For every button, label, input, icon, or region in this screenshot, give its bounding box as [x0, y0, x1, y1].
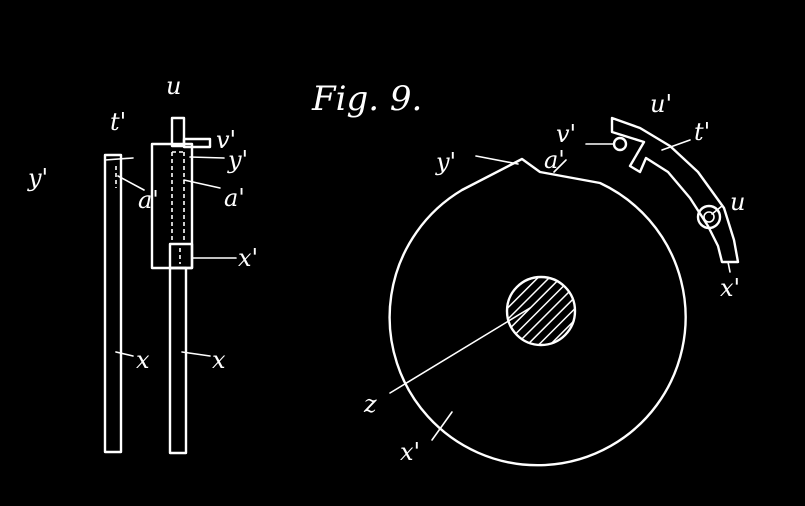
left-rod [103, 153, 123, 454]
leader-z-right [389, 307, 531, 394]
label-x-prime-left: x' [238, 244, 258, 272]
front-elevation-view: y' v' a' u' t' u x' z x' [363, 90, 745, 467]
lever-pivot-inner [703, 211, 715, 223]
label-x-left-inner: x [212, 346, 226, 374]
label-x-right: x' [400, 438, 420, 466]
leader-x-prime-right [727, 261, 731, 273]
side-arm [182, 137, 212, 149]
leader-y-inner [189, 156, 225, 159]
small-pin [612, 136, 628, 152]
leader-a-outer [117, 175, 145, 191]
cam-disc [388, 157, 687, 467]
shaft-section [505, 275, 577, 347]
label-y-left-inner: y' [227, 146, 248, 174]
leader-t-right [661, 139, 691, 151]
label-a-left-outer: a' [138, 186, 159, 214]
lever-arm [610, 116, 740, 264]
label-u-left: u [166, 72, 181, 100]
label-v-left: v' [216, 126, 236, 154]
label-x-prime-right: x' [720, 274, 740, 302]
label-t-right: t' [694, 118, 710, 146]
figure-title: Fig. 9. [311, 79, 422, 119]
label-u-prime-right: u' [650, 90, 672, 118]
label-u-right: u [730, 188, 745, 216]
leader-x-right [431, 411, 453, 441]
label-a-right: a' [544, 146, 565, 174]
leader-x-inner [181, 351, 211, 357]
right-rod [168, 266, 188, 455]
label-z-right: z [363, 390, 377, 418]
lever-pivot [696, 204, 722, 230]
upper-pin [170, 116, 186, 148]
label-t-left: t' [110, 108, 126, 136]
leader-x-outer [115, 351, 134, 357]
leader-y-right [475, 155, 519, 165]
leader-u-right [711, 205, 723, 215]
leader-a-inner [183, 179, 221, 189]
leader-y-outer [104, 157, 134, 161]
label-a-left-inner: a' [224, 184, 245, 212]
side-elevation-view: u t' v' y' a' y' a' x' x x [27, 72, 258, 455]
leader-a-right [553, 159, 567, 173]
label-y-right: y' [435, 148, 456, 176]
lower-collar [168, 242, 194, 270]
label-x-left-outer: x [136, 346, 150, 374]
label-v-right: v' [556, 120, 576, 148]
label-y-left-outer: y' [27, 164, 48, 192]
